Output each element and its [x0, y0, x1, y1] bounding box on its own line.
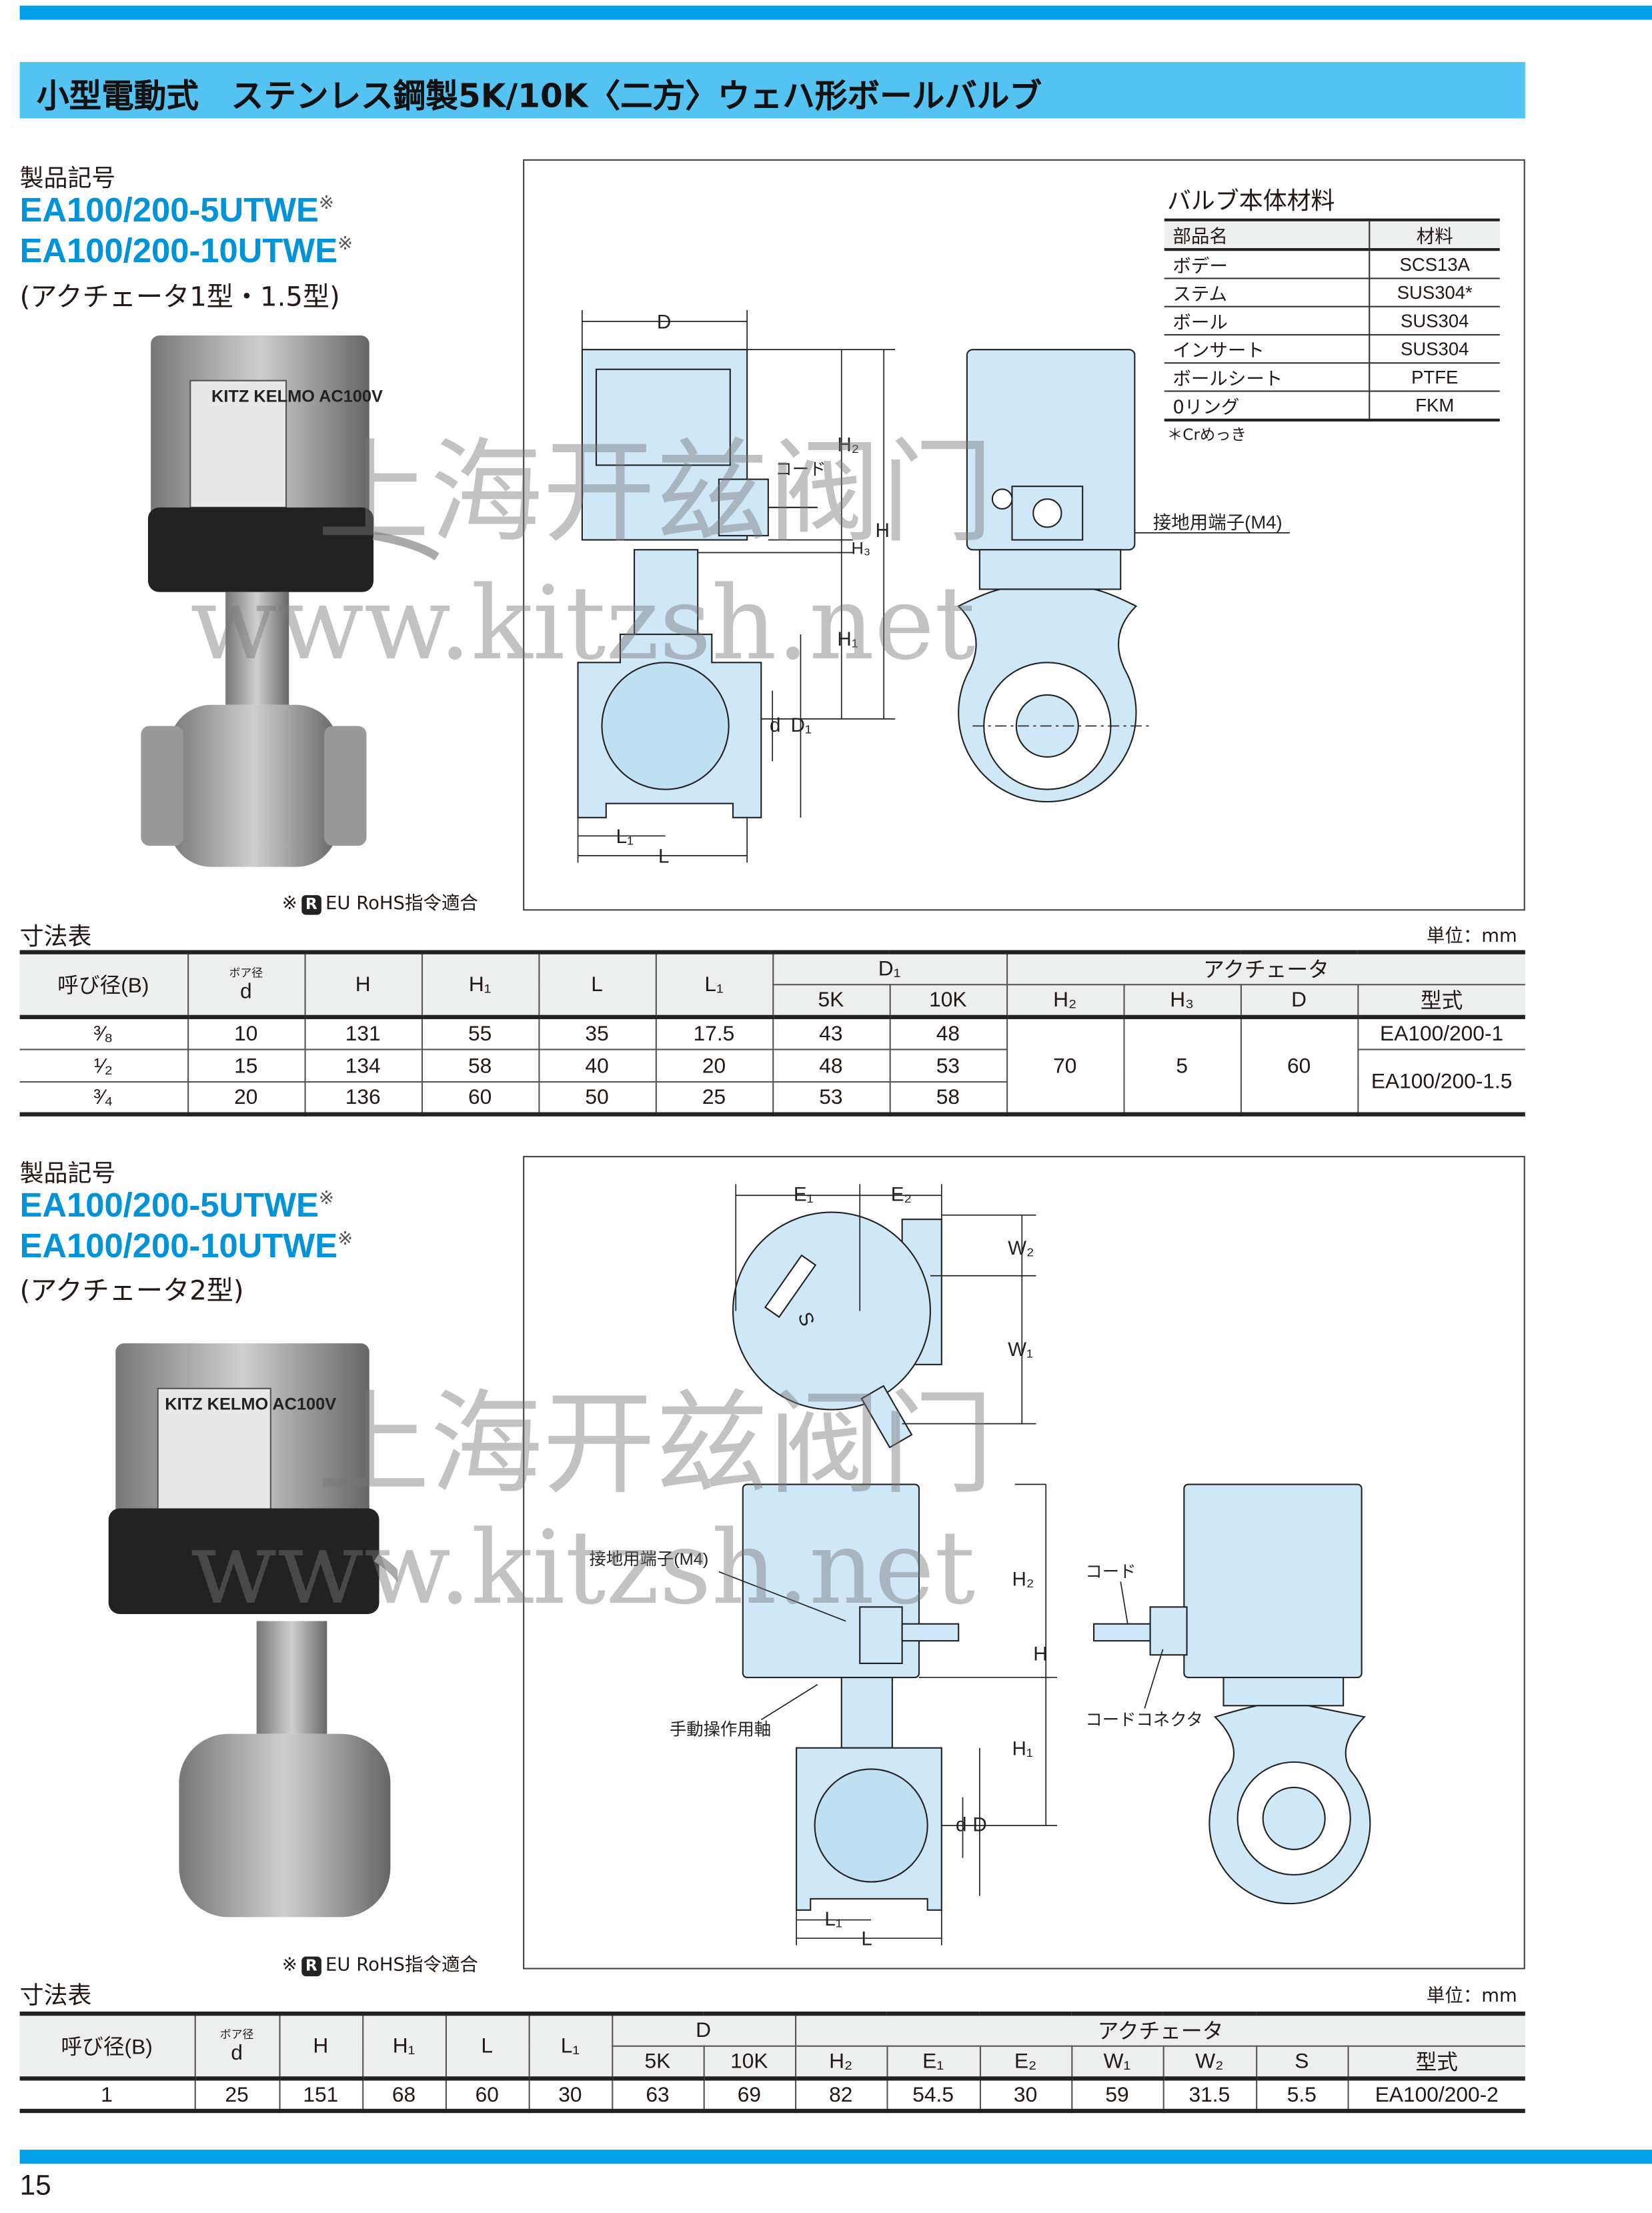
rohs-icon: R [301, 1956, 321, 1977]
svg-text:d: d [770, 714, 780, 736]
dimension-drawing-1: D H₂ H H₃ H₁ d D₁ L₁ L コード 接地用端子(M4) [577, 309, 1290, 867]
svg-text:H₁: H₁ [837, 628, 858, 650]
actuator-type: (アクチェータ1型・1.5型) [19, 281, 340, 313]
unit-label-1: 単位：mm [1426, 926, 1517, 948]
dimension-table-title-2: 寸法表 [19, 1982, 92, 2010]
bottom-accent-bar [19, 2150, 1652, 2164]
svg-text:コードコネクタ: コードコネクタ [1085, 1711, 1203, 1729]
page-number: 15 [19, 2170, 51, 2202]
svg-text:手動操作用軸: 手動操作用軸 [670, 1721, 771, 1739]
product-code-label-2: 製品記号 [19, 1160, 116, 1189]
svg-text:H₂: H₂ [837, 434, 859, 456]
materials-title: バルブ本体材料 [1166, 187, 1335, 216]
svg-text:L: L [658, 845, 669, 867]
actuator-type-2: (アクチェータ2型) [19, 1275, 244, 1307]
svg-text:H₃: H₃ [852, 540, 871, 558]
svg-text:コード: コード [775, 460, 826, 479]
svg-text:D: D [657, 311, 671, 333]
product-code-label: 製品記号 [19, 165, 116, 193]
dimension-drawing-2: E₁ E₂ W₂ W₁ S 接地用端子(M4) H₂ H H₁ コード コードコ… [589, 1184, 1371, 1950]
svg-text:接地用端子(M4): 接地用端子(M4) [1153, 512, 1283, 533]
rohs-icon: R [301, 895, 321, 915]
svg-text:d: d [956, 1813, 966, 1835]
svg-text:W₁: W₁ [1008, 1339, 1033, 1361]
product-code-5k: EA100/200-5UTWE※ [19, 191, 334, 230]
svg-text:H: H [1033, 1643, 1047, 1665]
materials-note: ＊Crめっき [1166, 426, 1247, 444]
page-title: 小型電動式 ステンレス鋼製5K/10K〈二方〉ウェハ形ボールバルブ [36, 79, 1042, 116]
svg-text:H₁: H₁ [1012, 1737, 1032, 1759]
title-bar: 小型電動式 ステンレス鋼製5K/10K〈二方〉ウェハ形ボールバルブ [19, 61, 1525, 119]
svg-text:L: L [861, 1928, 872, 1950]
svg-text:L₁: L₁ [824, 1908, 842, 1930]
svg-text:H: H [875, 520, 889, 542]
svg-text:D: D [972, 1813, 986, 1835]
svg-text:D₁: D₁ [791, 714, 812, 736]
svg-text:接地用端子(M4): 接地用端子(M4) [589, 1550, 708, 1569]
product-code-10k: EA100/200-10UTWE※ [19, 232, 353, 271]
product-photo-1: KITZ KELMO AC100V [141, 335, 440, 867]
dimension-table-title-1: 寸法表 [19, 923, 92, 952]
top-accent-bar [19, 5, 1652, 20]
svg-text:E₁: E₁ [794, 1184, 814, 1206]
product-photo-2: KITZ KELMO AC100V [108, 1343, 398, 1918]
svg-text:KITZ KELMO AC100V: KITZ KELMO AC100V [211, 387, 383, 406]
actuator-side [1183, 1483, 1363, 1679]
product-code-5k-2: EA100/200-5UTWE※ [19, 1187, 334, 1225]
svg-text:KITZ KELMO AC100V: KITZ KELMO AC100V [165, 1395, 336, 1414]
unit-label-2: 単位：mm [1426, 1986, 1517, 2008]
actuator-top [732, 1211, 931, 1411]
svg-text:W₂: W₂ [1008, 1237, 1034, 1259]
product-code-10k-2: EA100/200-10UTWE※ [19, 1227, 353, 1266]
svg-text:H₂: H₂ [1012, 1569, 1034, 1591]
svg-text:E₂: E₂ [891, 1184, 912, 1206]
svg-text:L₁: L₁ [616, 826, 634, 848]
svg-text:コード: コード [1085, 1563, 1136, 1581]
